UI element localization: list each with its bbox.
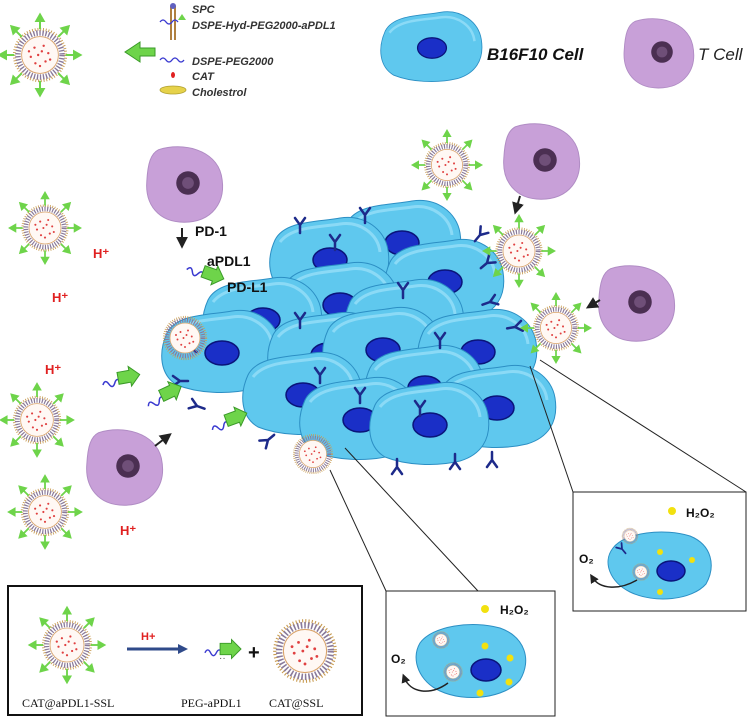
zoom-lines (329, 359, 747, 592)
reaction-label-mid: PEG-aPDL1 (181, 696, 242, 710)
reaction-plus: + (248, 642, 260, 664)
svg-text:··: ·· (219, 653, 226, 664)
legend-label-dspe-hyd: DSPE-Hyd-PEG2000-aPDL1 (192, 20, 336, 32)
legend-tcell-label: T Cell (698, 45, 744, 64)
hplus-1: H⁺ (93, 246, 109, 261)
legend-arrow-icon (124, 41, 156, 63)
legend-b16-label: B16F10 Cell (487, 45, 585, 64)
t-cells (86, 123, 676, 506)
reaction-arrow-label: H+ (141, 631, 155, 643)
cholesterol-ellipse-icon (159, 85, 187, 95)
legend-label-cat: CAT (192, 71, 215, 83)
peg-chain-icon (159, 57, 185, 63)
tumor-cluster (160, 198, 558, 476)
legend-label-spc: SPC (192, 4, 216, 16)
legend-b16-cell-icon (379, 10, 484, 83)
hplus-3: H⁺ (45, 362, 61, 377)
reaction-box: H+ ·· + CAT@aPDL1-SSL PEG-aPDL1 CAT@SSL (7, 585, 363, 716)
legend-label-dspe-peg: DSPE-PEG2000 (192, 56, 274, 68)
reaction-label-left: CAT@aPDL1-SSL (22, 696, 114, 710)
inset-right-o2: O₂ (579, 552, 594, 566)
legend: SPC DSPE-Hyd-PEG2000-aPDL1 DSPE-PEG2000 … (0, 3, 744, 99)
reaction-label-right: CAT@SSL (269, 696, 323, 710)
inset-bottom: H₂O₂ O₂ (385, 590, 556, 717)
inset-bottom-o2: O₂ (391, 652, 406, 666)
hplus-2: H⁺ (52, 290, 68, 305)
inset-bottom-h2o2: H₂O₂ (500, 603, 529, 617)
inset-right: H₂O₂ O₂ (572, 491, 747, 612)
legend-nanoparticle-icon (0, 15, 80, 96)
pd1-label: PD-1 (195, 223, 227, 239)
hplus-4: H⁺ (120, 523, 136, 538)
catalase-dot-icon (171, 72, 175, 78)
legend-tcell-icon (623, 18, 695, 89)
apdl1-label: aPDL1 (207, 253, 251, 269)
legend-label-cholesterol: Cholestrol (192, 87, 247, 99)
peg-antibody-icon (159, 14, 186, 25)
pdl1-label: PD-L1 (227, 279, 268, 295)
inset-right-h2o2: H₂O₂ (686, 506, 715, 520)
